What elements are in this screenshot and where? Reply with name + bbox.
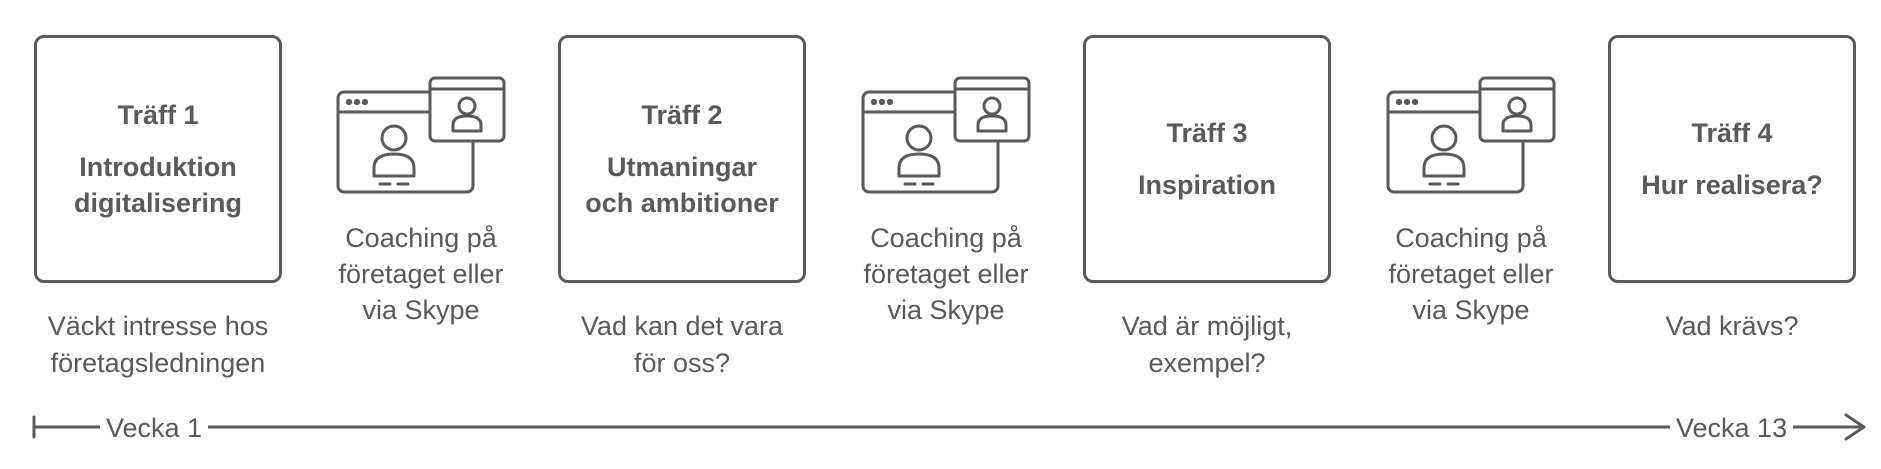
meeting-subtitle: Hur realisera? [1641,167,1823,203]
meeting-caption-1: Väckt intresse hos företagsledningen [8,308,308,382]
caption-line: Vad är möjligt, [1121,311,1293,341]
meeting-subtitle-line: Utmaningar [606,152,758,182]
meeting-caption-4: Vad krävs? [1582,308,1881,345]
meeting-title: Träff 1 [117,100,199,130]
coaching-text-3: Coaching på företaget eller via Skype [1361,220,1581,328]
meeting-subtitle: Introduktion digitalisering [74,149,242,221]
meeting-subtitle-line: digitalisering [73,188,243,218]
coaching-line: Coaching på [870,223,1022,253]
coaching-line: företaget eller [338,259,504,289]
caption-line: Vad krävs? [1665,311,1799,341]
caption-line: exempel? [1148,348,1266,378]
coaching-line: via Skype [887,295,1005,325]
video-call-icon [1386,76,1556,194]
video-call-icon [336,76,506,194]
meeting-box-1: Träff 1 Introduktion digitalisering [34,35,282,283]
caption-line: för oss? [633,348,731,378]
meeting-caption-2: Vad kan det vara för oss? [532,308,832,382]
coaching-text-1: Coaching på företaget eller via Skype [311,220,531,328]
meeting-subtitle: Utmaningar och ambitioner [585,149,779,221]
coaching-line: via Skype [362,295,480,325]
meeting-box-3: Träff 3 Inspiration [1083,35,1331,283]
coaching-line: företaget eller [1388,259,1554,289]
meeting-subtitle-line: och ambitioner [585,188,779,218]
meeting-title: Träff 4 [1691,118,1773,148]
meeting-title: Träff 3 [1166,118,1248,148]
timeline-arrowhead [1844,413,1866,441]
coaching-line: via Skype [1412,295,1530,325]
week-start-label: Vecka 1 [100,410,209,446]
meeting-title: Träff 2 [641,100,723,130]
meeting-box-2: Träff 2 Utmaningar och ambitioner [558,35,806,283]
meeting-subtitle-line: Introduktion [79,152,237,182]
caption-line: Väckt intresse hos [47,311,269,341]
video-call-icon [861,76,1031,194]
timeline-arrow [32,413,1866,441]
caption-line: Vad kan det vara [580,311,784,341]
meeting-subtitle-line: Inspiration [1137,170,1276,200]
coaching-text-2: Coaching på företaget eller via Skype [836,220,1056,328]
meeting-caption-3: Vad är möjligt, exempel? [1057,308,1357,382]
meeting-subtitle-line: Hur realisera? [1641,170,1823,200]
meeting-subtitle: Inspiration [1138,167,1276,203]
week-end-label: Vecka 13 [1670,410,1794,446]
coaching-line: Coaching på [1395,223,1547,253]
coaching-line: företaget eller [863,259,1029,289]
meeting-box-4: Träff 4 Hur realisera? [1608,35,1856,283]
coaching-line: Coaching på [345,223,497,253]
caption-line: företagsledningen [50,348,266,378]
